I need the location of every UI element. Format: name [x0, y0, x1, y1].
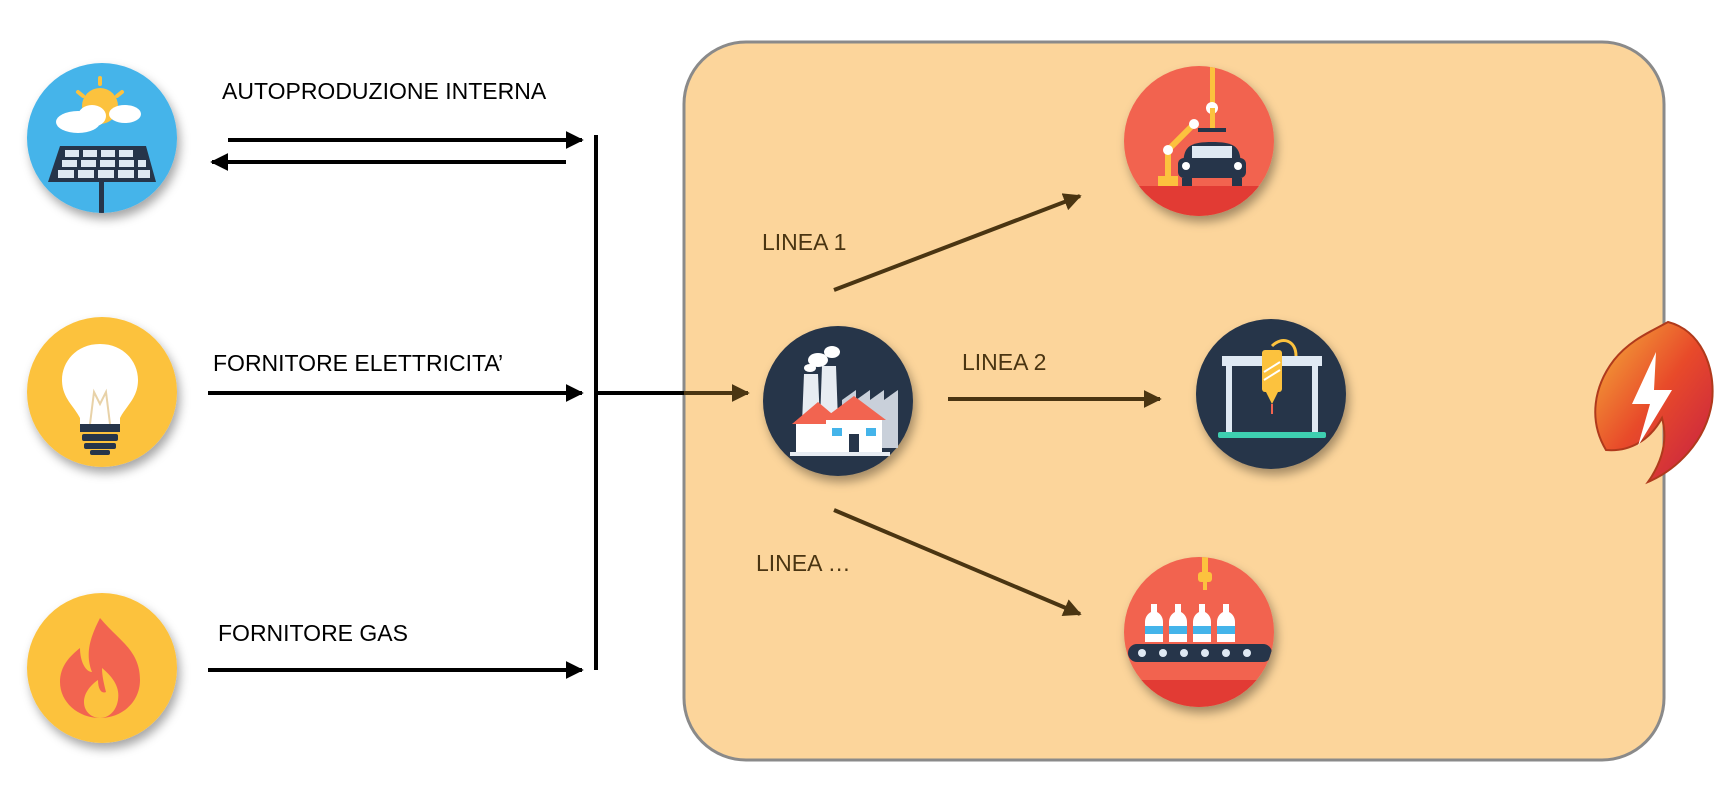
energy-flame-logo-icon	[1594, 320, 1714, 485]
light-bulb-icon	[27, 317, 177, 467]
cnc-machine-icon	[1196, 319, 1346, 469]
line-n-arrow	[833, 508, 1082, 616]
label-fornitore-gas: FORNITORE GAS	[218, 620, 408, 646]
factory-icon	[763, 326, 913, 476]
label-linea-1: LINEA 1	[762, 229, 847, 255]
label-linea-2: LINEA 2	[962, 349, 1047, 375]
bottling-conveyor-icon	[1124, 557, 1274, 707]
label-fornitore-elettricita: FORNITORE ELETTRICITA’	[213, 350, 504, 376]
label-linea-n: LINEA …	[756, 550, 851, 576]
solar-panel-icon	[27, 63, 177, 213]
line1-arrow	[833, 193, 1082, 292]
label-autoproduzione-interna: AUTOPRODUZIONE INTERNA	[222, 78, 547, 104]
flame-icon	[27, 593, 177, 743]
